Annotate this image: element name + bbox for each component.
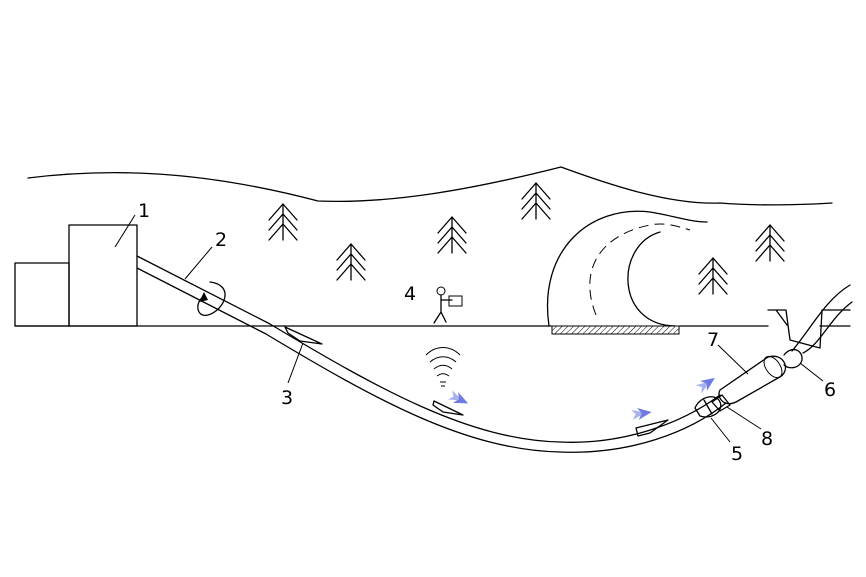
reamer-section-2 bbox=[432, 400, 464, 416]
rotation-icon bbox=[197, 281, 226, 316]
flow-arrow-icon bbox=[695, 372, 719, 395]
person-with-locator-icon bbox=[433, 286, 463, 324]
leader-line-7 bbox=[717, 344, 749, 375]
label-6: 6 bbox=[824, 379, 836, 401]
tunnel-portal bbox=[546, 210, 708, 327]
reamer-end-cap bbox=[763, 355, 783, 379]
pine-tree-icon bbox=[268, 203, 298, 241]
product-pipe bbox=[791, 284, 853, 354]
tunnel-portal-inner bbox=[589, 223, 691, 316]
drilling-rig bbox=[68, 224, 138, 327]
label-4: 4 bbox=[404, 283, 416, 305]
hill-outline bbox=[27, 166, 833, 206]
drill-pipe-lower-wall bbox=[136, 267, 727, 453]
rotation-arrowhead bbox=[199, 292, 208, 302]
leader-line-6 bbox=[799, 362, 824, 382]
exit-pit bbox=[767, 309, 851, 349]
reamer-section-3 bbox=[635, 419, 669, 437]
leader-line-1 bbox=[114, 214, 136, 248]
flow-arrow-icon bbox=[631, 406, 653, 421]
label-7: 7 bbox=[707, 329, 719, 351]
pullback-pipe bbox=[783, 348, 803, 369]
reamer-section-1 bbox=[284, 326, 323, 345]
swivel-connector bbox=[711, 394, 731, 412]
label-2: 2 bbox=[215, 229, 227, 251]
flow-arrow-icon bbox=[447, 389, 471, 409]
label-3: 3 bbox=[281, 387, 293, 409]
hatched-ground-slab bbox=[551, 325, 680, 335]
pine-tree-icon bbox=[698, 257, 728, 295]
pine-tree-icon bbox=[755, 224, 785, 262]
pine-tree-icon bbox=[437, 216, 467, 254]
drill-bit bbox=[694, 396, 722, 418]
pine-tree-icon bbox=[336, 243, 366, 281]
reamer-body bbox=[718, 355, 787, 405]
drill-pipe bbox=[136, 255, 721, 443]
signal-waves-icon bbox=[425, 347, 461, 387]
pine-tree-icon bbox=[521, 182, 551, 220]
label-1: 1 bbox=[138, 200, 150, 222]
label-8: 8 bbox=[761, 428, 773, 450]
leader-line-2 bbox=[184, 246, 213, 280]
leader-line-8 bbox=[726, 406, 762, 430]
leader-line-5 bbox=[710, 417, 731, 443]
rig-cabin bbox=[14, 262, 70, 327]
leader-line-3 bbox=[287, 342, 304, 384]
tunnel-portal-arc bbox=[627, 231, 676, 327]
label-5: 5 bbox=[731, 443, 743, 465]
